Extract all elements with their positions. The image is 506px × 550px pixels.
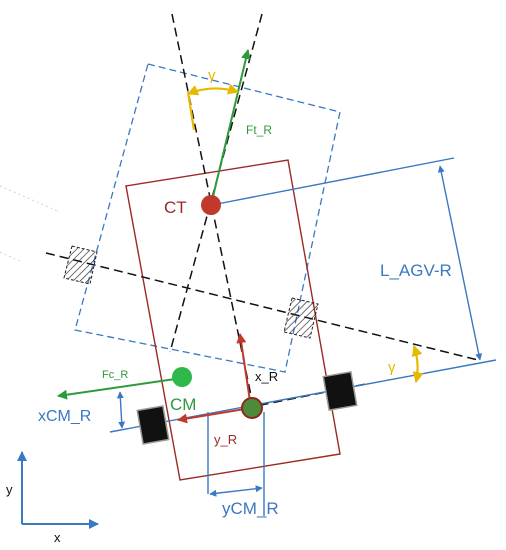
y-r-axis-arrow (177, 407, 252, 424)
ct-label: CT (164, 198, 187, 217)
xcm-r-label: xCM_R (38, 408, 91, 425)
axis-y-label: y (6, 482, 13, 497)
origin-point (241, 397, 263, 419)
x-r-label: x_R (255, 369, 278, 384)
ct-point (201, 195, 221, 215)
gamma-right-arc (411, 344, 424, 384)
gamma-right-label: γ (388, 359, 396, 376)
ycm-dimension-arrow (209, 485, 263, 497)
hatched-wheel-right (283, 297, 319, 339)
hatched-wheel-left (63, 245, 98, 285)
cm-label: CM (170, 395, 196, 414)
faint-guides (0, 185, 61, 263)
ycm-r-label: yCM_R (222, 499, 279, 518)
x-r-axis-arrow (236, 333, 252, 409)
l-agv-dimension-arrow (437, 165, 483, 361)
xcm-dimension-arrow (116, 391, 126, 429)
gamma-top-tick (186, 91, 196, 131)
wheel-left (136, 405, 170, 445)
rotated-vehicle-outline (74, 63, 341, 373)
ft-r-label: Ft_R (246, 123, 272, 137)
gamma-top-arc (186, 83, 240, 96)
y-r-label: y_R (214, 432, 237, 447)
ft-force-arrow (210, 49, 251, 206)
wheel-right (322, 370, 358, 412)
axis-x-label: x (54, 530, 61, 545)
fc-r-label: Fc_R (102, 369, 128, 381)
l-agv-r-label: L_AGV-R (380, 261, 452, 280)
vehicle-body-outline (125, 159, 341, 481)
gamma-top-label: γ (208, 67, 216, 84)
dashed-construction-lines (45, 13, 479, 411)
cm-point (172, 367, 192, 387)
fc-force-arrow (57, 377, 183, 400)
blue-reference-lines (109, 157, 497, 516)
